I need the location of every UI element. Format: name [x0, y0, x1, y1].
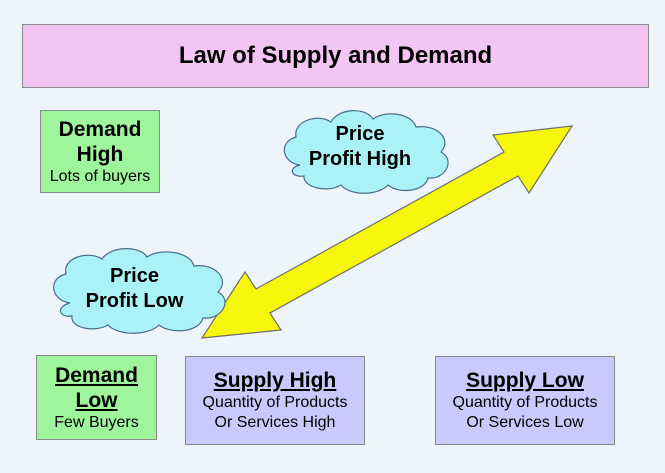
- title-banner: Law of Supply and Demand: [22, 24, 649, 88]
- cloud-low-line-2: Profit Low: [85, 290, 184, 312]
- cloud-high-line-2: Profit High: [308, 148, 412, 170]
- demand-low-heading: Demand: [55, 363, 138, 387]
- demand-high-box: Demand High Lots of buyers: [40, 110, 160, 193]
- supply-high-box: Supply High Quantity of Products Or Serv…: [185, 356, 365, 445]
- supply-high-line-1: Quantity of Products: [202, 394, 348, 411]
- title-text: Law of Supply and Demand: [178, 42, 493, 69]
- double-arrow-shape: [200, 125, 574, 339]
- demand-high-heading-2: High: [76, 142, 124, 166]
- demand-low-detail: Few Buyers: [54, 413, 139, 431]
- supply-high-heading: Supply High: [213, 369, 337, 392]
- supply-low-line-1: Quantity of Products: [452, 394, 598, 411]
- supply-high-line-2: Or Services High: [214, 414, 336, 431]
- demand-high-detail: Lots of buyers: [49, 167, 151, 185]
- demand-low-heading-2: Low: [75, 388, 118, 412]
- supply-low-line-2: Or Services Low: [466, 414, 584, 431]
- supply-low-heading: Supply Low: [466, 369, 584, 392]
- cloud-low-label: Price Profit Low: [62, 264, 207, 314]
- demand-high-heading: Demand: [58, 117, 142, 141]
- supply-low-box: Supply Low Quantity of Products Or Servi…: [435, 356, 615, 445]
- cloud-high-line-1: Price: [335, 123, 385, 145]
- cloud-low-line-1: Price: [110, 265, 159, 287]
- demand-low-box: Demand Low Few Buyers: [36, 355, 157, 440]
- cloud-low-shape: [53, 248, 226, 334]
- cloud-high-shape: [283, 110, 449, 194]
- cloud-high-label: Price Profit High: [290, 122, 430, 172]
